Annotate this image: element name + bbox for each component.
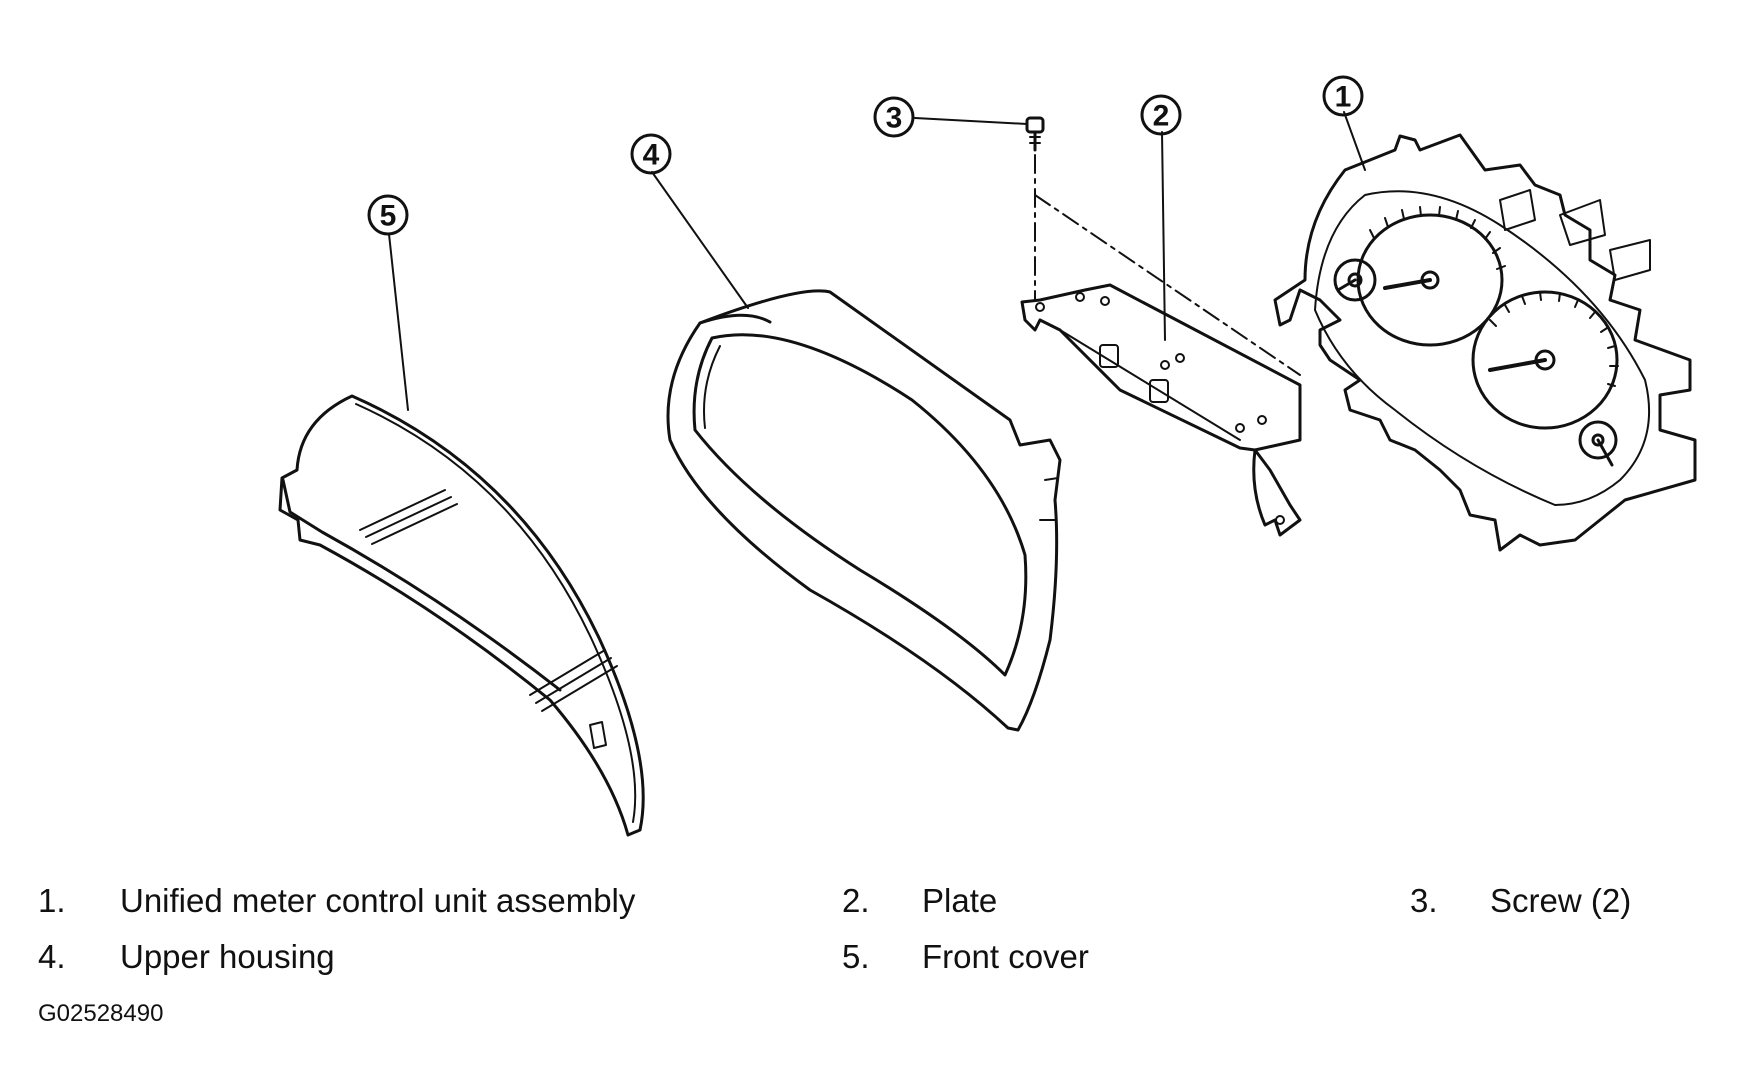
callout-5-circle — [367, 194, 409, 236]
legend-item-4-label: Upper housing — [120, 938, 335, 975]
callout-3-number: 3 — [886, 102, 903, 135]
exploded-view-diagram: 1 2 3 4 5 — [278, 75, 1697, 837]
legend-item-2-number: 2. — [842, 882, 870, 919]
legend-item-3-number: 3. — [1410, 882, 1438, 919]
legend-item-5-number: 5. — [842, 938, 870, 975]
callout-2-number: 2 — [1153, 100, 1170, 133]
legend-item-1-number: 1. — [38, 882, 66, 919]
front-cover-part — [278, 394, 645, 837]
legend-item-1-label: Unified meter control unit assembly — [120, 882, 636, 919]
plate-part — [1020, 283, 1302, 537]
callout-4-circle — [630, 133, 672, 175]
legend-item-2-label: Plate — [922, 882, 998, 919]
upper-housing-part — [666, 289, 1062, 732]
callout-2-circle — [1140, 94, 1182, 136]
callout-5-number: 5 — [380, 200, 397, 233]
callout-1-circle — [1322, 75, 1364, 117]
callout-4-number: 4 — [643, 139, 660, 172]
callout-3-circle — [873, 96, 915, 138]
meter-unit-part — [1273, 133, 1697, 552]
figure-id: G02528490 — [38, 1000, 164, 1027]
legend-item-5-label: Front cover — [922, 938, 1089, 975]
callout-circles — [367, 75, 1364, 236]
leader-lines — [388, 111, 1366, 411]
legend-item-4-number: 4. — [38, 938, 66, 975]
callout-1-number: 1 — [1335, 81, 1352, 114]
legend-item-3-label: Screw (2) — [1490, 882, 1632, 919]
